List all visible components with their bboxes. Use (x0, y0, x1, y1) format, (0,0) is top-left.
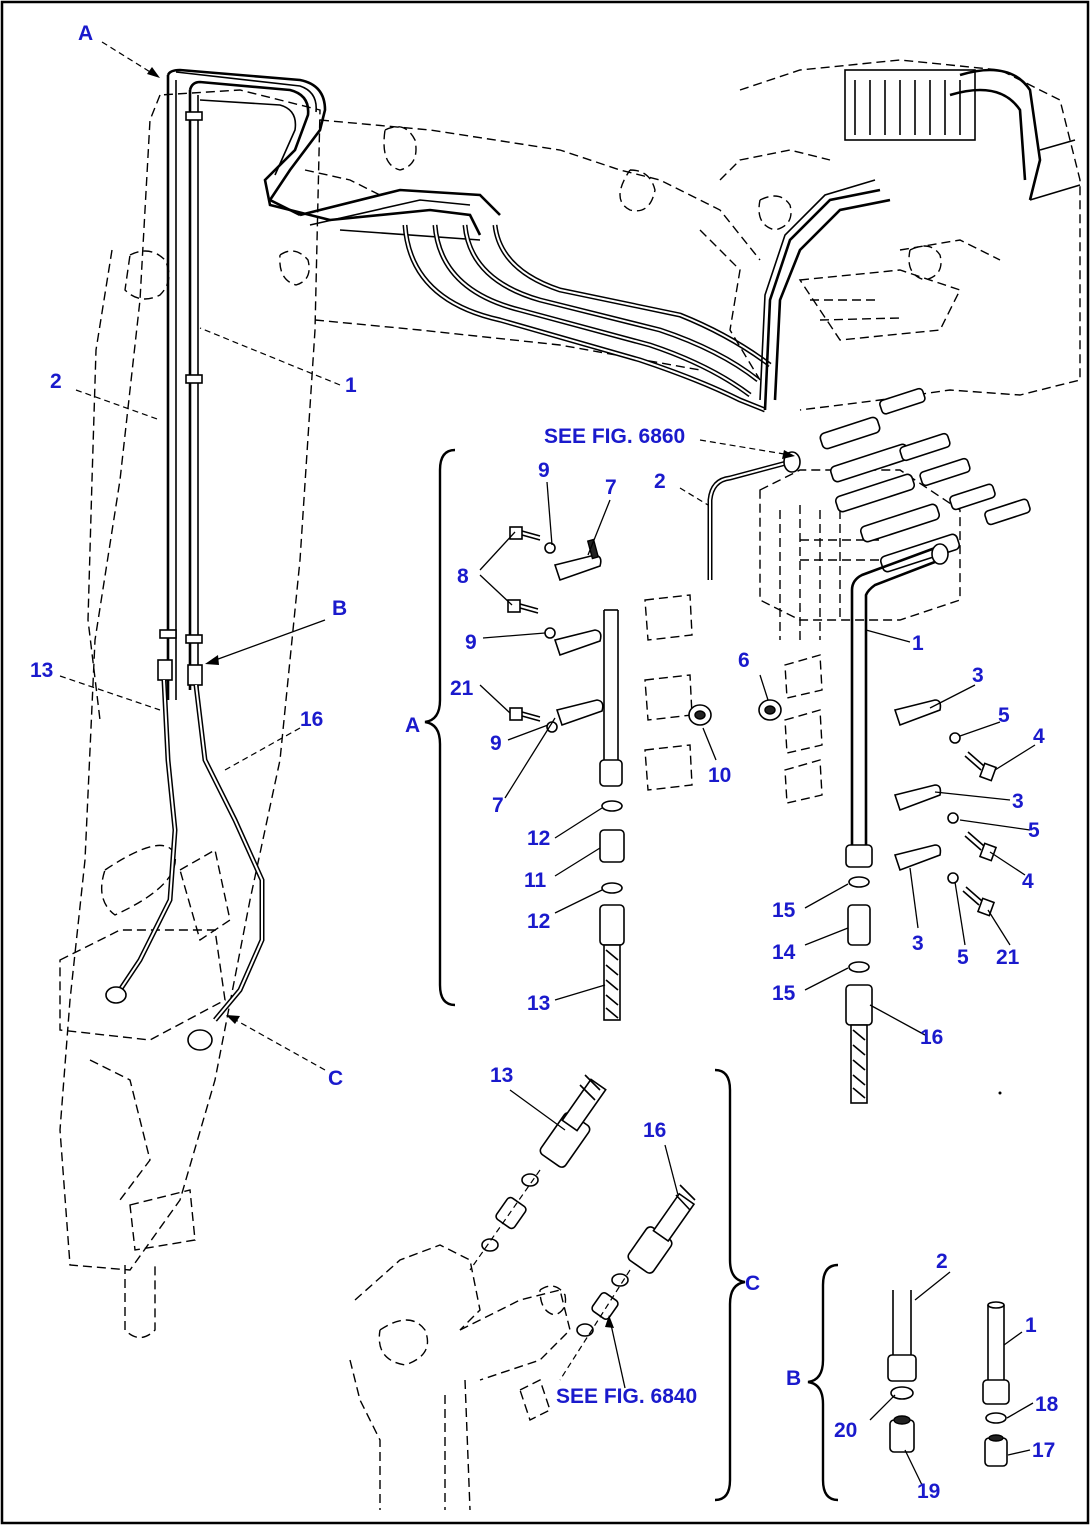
boom-hose-bundle (299, 179, 891, 413)
callout-9b: 9 (465, 631, 477, 654)
callout-7b: 7 (492, 794, 504, 817)
callout-4a: 4 (1033, 725, 1045, 748)
group-label-c: C (745, 1272, 760, 1295)
callout-11: 11 (524, 869, 547, 892)
callout-12b: 12 (527, 910, 550, 933)
callout-16-view-a: 16 (920, 1026, 943, 1049)
bolts-right (962, 751, 998, 917)
callout-9a: 9 (538, 459, 550, 482)
callout-4b: 4 (1022, 870, 1034, 893)
callout-18: 18 (1035, 1393, 1059, 1416)
group-label-a: A (405, 714, 420, 737)
callout-13-main: 13 (30, 659, 53, 682)
callout-1-view-b: 1 (1025, 1314, 1037, 1337)
callout-1-view-a: 1 (912, 632, 924, 655)
callout-2-view-a: 2 (654, 470, 666, 493)
callout-3a: 3 (972, 664, 984, 687)
bolts-left (507, 526, 558, 733)
callout-5b: 5 (1028, 819, 1040, 842)
callout-16-main: 16 (300, 708, 323, 731)
callout-2-main: 2 (50, 370, 62, 393)
callout-10: 10 (708, 764, 731, 787)
callout-19: 19 (917, 1480, 940, 1503)
callout-1-main: 1 (345, 374, 357, 397)
callout-21b: 21 (996, 946, 1020, 969)
callout-13-view-a: 13 (527, 992, 550, 1015)
callout-20: 20 (834, 1419, 857, 1442)
callout-8: 8 (457, 565, 469, 588)
callout-3b: 3 (1012, 790, 1024, 813)
view-c-exploded (349, 1068, 746, 1511)
view-label-a-top: A (78, 22, 93, 45)
group-label-b: B (786, 1367, 801, 1390)
control-valve-body (699, 59, 1081, 411)
callout-6: 6 (738, 649, 750, 672)
callout-15a: 15 (772, 899, 796, 922)
view-b-exploded (807, 1263, 1010, 1502)
callout-labels: A B C A C B SEE FIG. 6860 SEE FIG. 6840 … (30, 22, 1059, 1503)
callout-15b: 15 (772, 982, 796, 1005)
view-label-c-arm: C (328, 1067, 343, 1090)
callout-21a: 21 (450, 677, 474, 700)
callout-12a: 12 (527, 827, 550, 850)
callout-7a: 7 (605, 476, 617, 499)
leader-lines (59, 41, 1036, 1486)
callout-9c: 9 (490, 732, 502, 755)
callout-14: 14 (772, 941, 796, 964)
reference-fig-6840: SEE FIG. 6840 (556, 1385, 697, 1408)
callout-13-view-c: 13 (490, 1064, 513, 1087)
callout-16-view-c: 16 (643, 1119, 666, 1142)
arm-assembly-drawing (59, 68, 761, 1339)
callout-5a: 5 (998, 704, 1010, 727)
callout-3c: 3 (912, 932, 924, 955)
callout-17: 17 (1032, 1439, 1055, 1462)
callout-5c: 5 (957, 946, 969, 969)
view-label-b-arm: B (332, 597, 347, 620)
callout-2-view-b: 2 (936, 1250, 948, 1273)
valve-fittings (819, 387, 1031, 573)
view-a-exploded (424, 387, 1031, 1104)
reference-fig-6860: SEE FIG. 6860 (544, 425, 685, 448)
